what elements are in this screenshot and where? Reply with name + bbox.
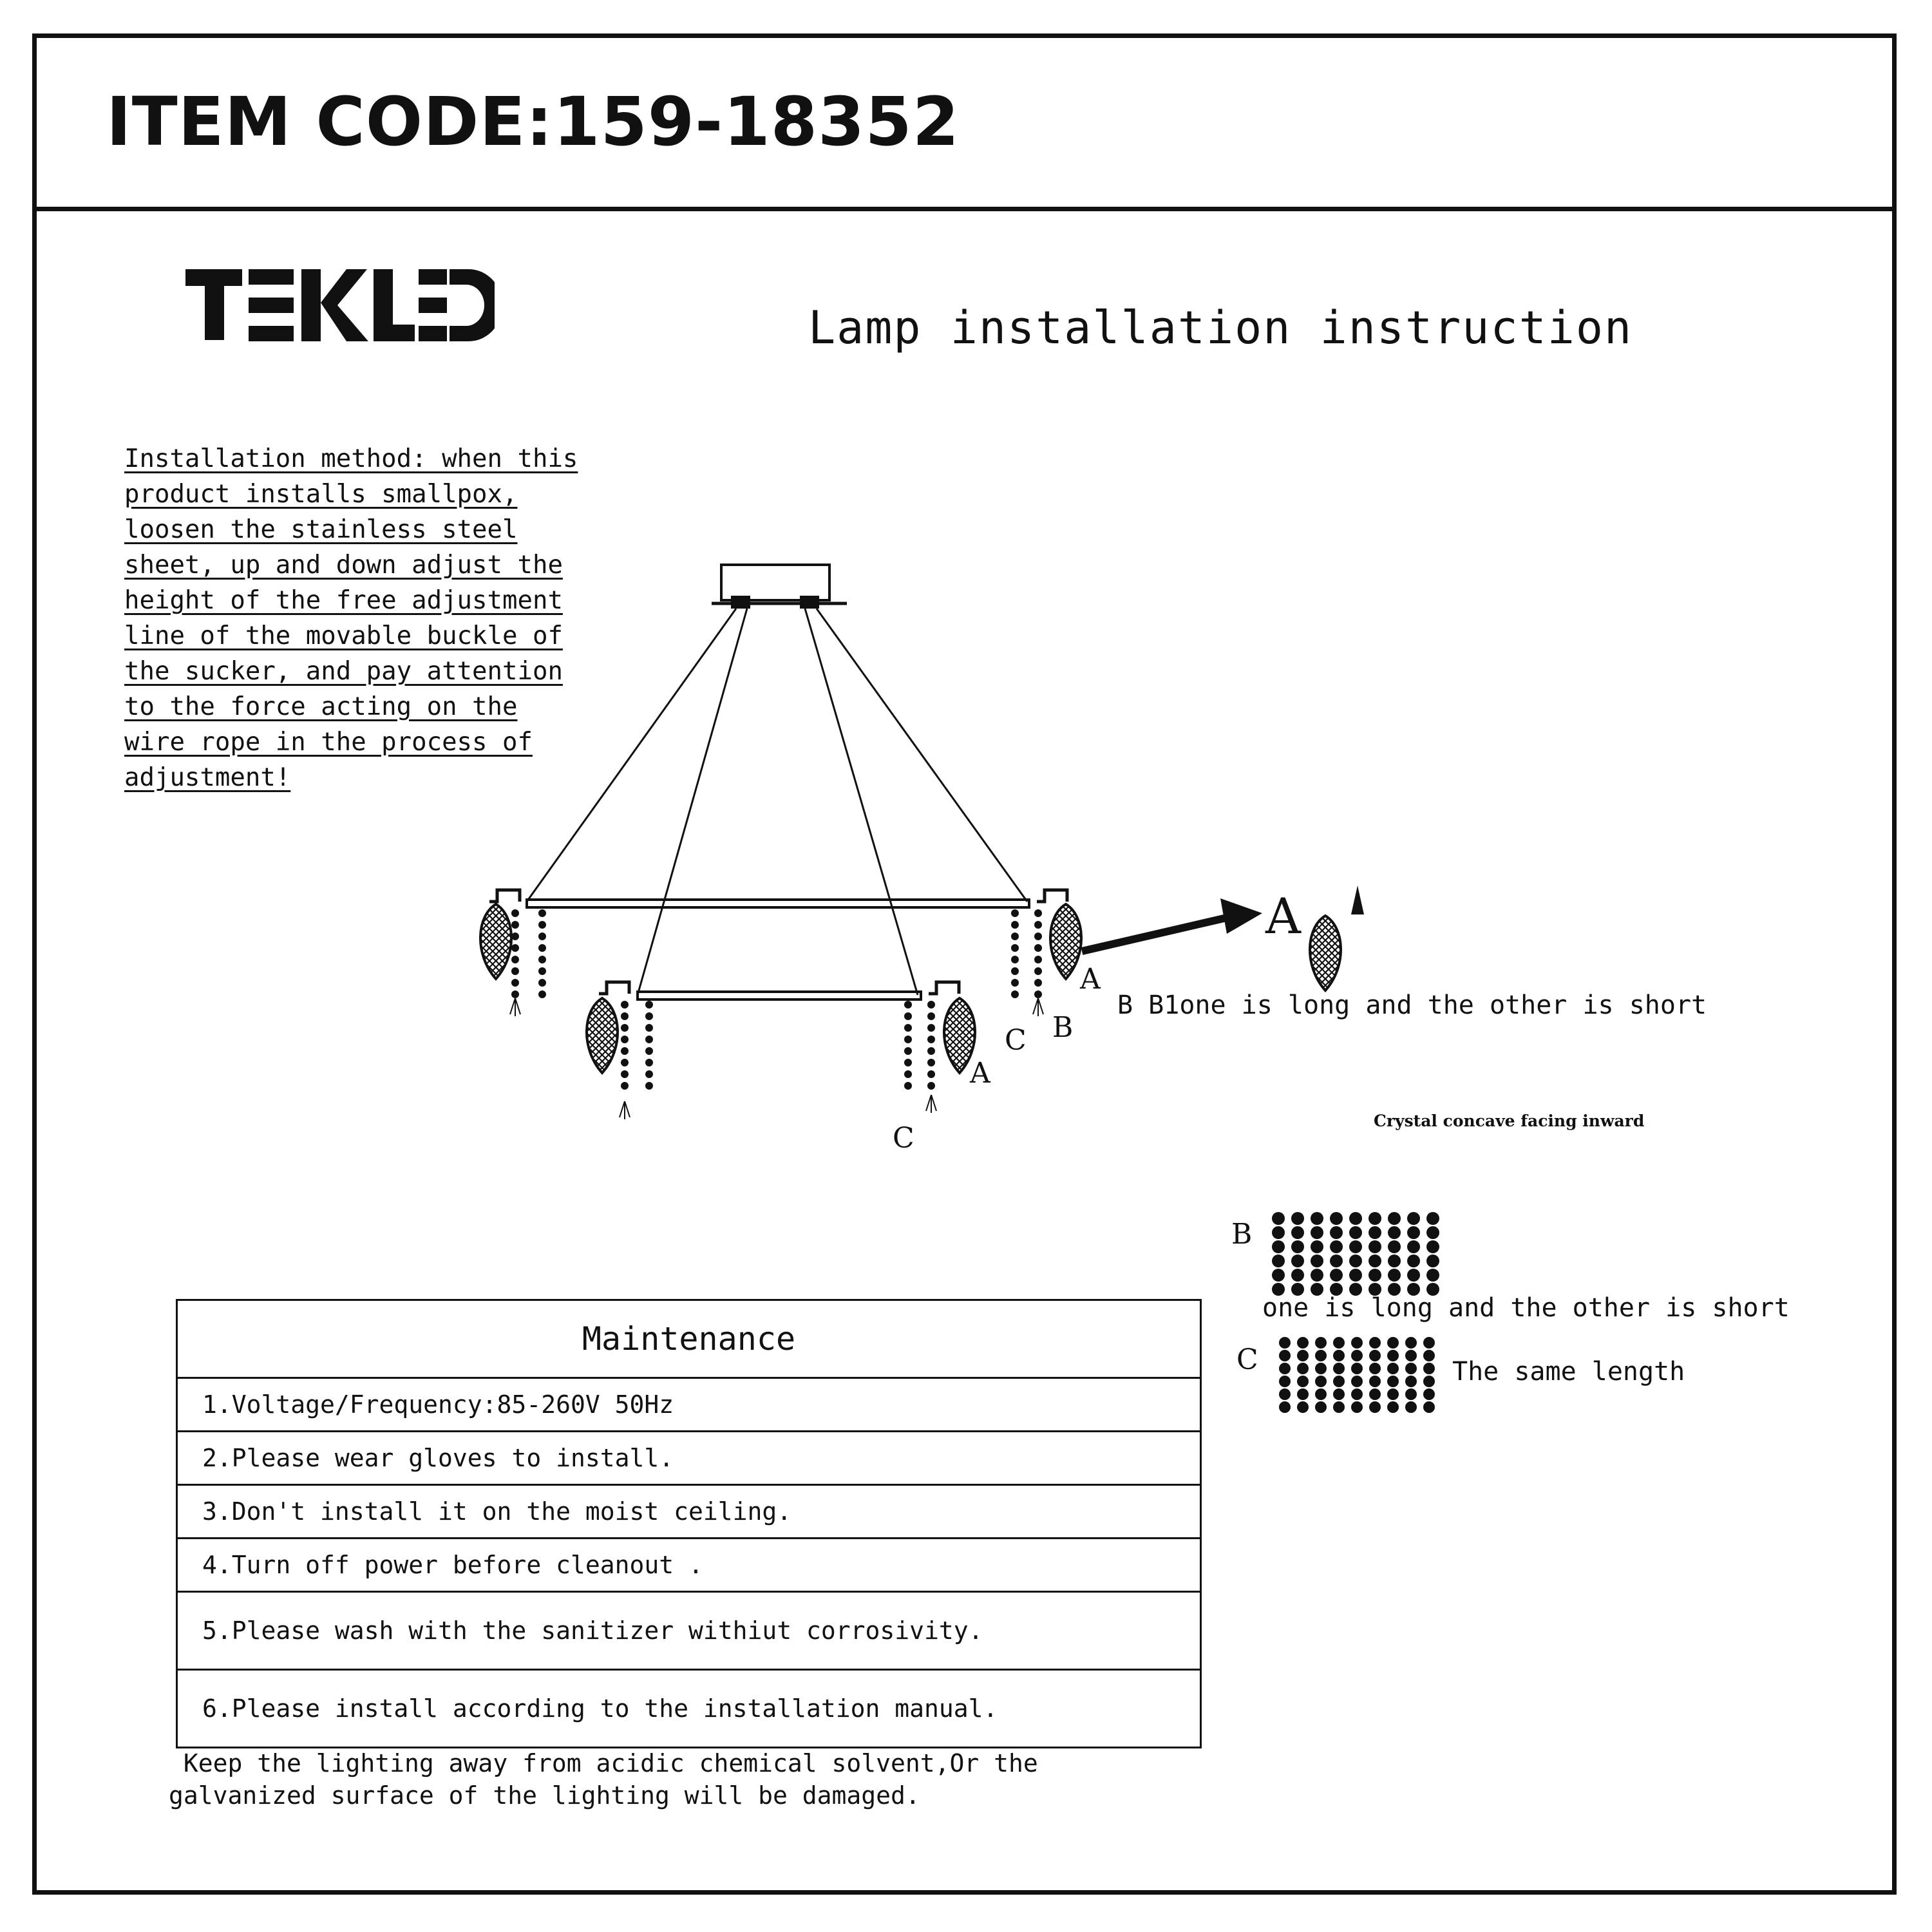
detail-crystal <box>1308 886 1364 992</box>
footer-warning: Keep the lighting away from acidic chemi… <box>169 1747 1038 1812</box>
install-note-line: sheet, up and down adjust the <box>124 551 563 580</box>
tekled-logo <box>185 269 495 341</box>
lamp-diagram <box>478 564 1364 1119</box>
legend-c-text: The same length <box>1452 1357 1685 1387</box>
install-note-line: product installs smallpox, <box>124 480 518 509</box>
page-frame <box>32 33 1897 1895</box>
install-note-line: Installation method: when this <box>124 444 578 473</box>
maintenance-item: 1.Voltage/Frequency:85-260V 50Hz <box>176 1377 1202 1432</box>
upper-ring <box>478 888 1083 1016</box>
install-note-line: wire rope in the process of <box>124 728 533 757</box>
maintenance-title: Maintenance <box>176 1299 1202 1379</box>
install-note-line: the sucker, and pay attention <box>124 657 563 686</box>
footer-line: galvanized surface of the lighting will … <box>169 1781 920 1810</box>
maintenance-item: 5.Please wash with the sanitizer withiut… <box>176 1591 1202 1671</box>
install-note-line: adjustment! <box>124 763 291 792</box>
maintenance-item: 6.Please install according to the instal… <box>176 1669 1202 1748</box>
label-c-lower: C <box>893 1122 914 1155</box>
install-note-line: line of the movable buckle of <box>124 621 563 650</box>
suspension-wires <box>526 608 1028 996</box>
legend-c-label: C <box>1236 1343 1258 1376</box>
maintenance-item: 4.Turn off power before cleanout . <box>176 1537 1202 1593</box>
install-note-line: height of the free adjustment <box>124 586 563 615</box>
footer-line: Keep the lighting away from acidic chemi… <box>169 1749 1038 1777</box>
item-code: ITEM CODE:159-18352 <box>106 82 960 161</box>
lower-ring <box>585 980 977 1119</box>
legend-c-strands <box>1279 1337 1435 1413</box>
install-note-line: to the force acting on the <box>124 692 518 721</box>
legend-b-strands <box>1272 1212 1439 1296</box>
ceiling-canopy <box>712 564 847 609</box>
label-a-callout: A <box>1265 887 1301 945</box>
maintenance-item: 2.Please wear gloves to install. <box>176 1430 1202 1486</box>
maintenance-table: Maintenance 1.Voltage/Frequency:85-260V … <box>176 1299 1202 1748</box>
installation-method-note: Installation method: when this product i… <box>124 441 601 795</box>
label-a-lower: A <box>970 1057 990 1090</box>
maintenance-item: 3.Don't install it on the moist ceiling. <box>176 1484 1202 1539</box>
legend-b-text: one is long and the other is short <box>1262 1293 1790 1323</box>
header-band <box>32 33 1897 211</box>
label-b: B <box>1052 1011 1074 1044</box>
callout-arrow <box>1081 898 1262 955</box>
legend-b-label: B <box>1231 1218 1253 1251</box>
page-title: Lamp installation instruction <box>808 301 1633 354</box>
label-c-upper: C <box>1005 1024 1027 1057</box>
label-a-upper: A <box>1080 963 1101 996</box>
install-note-line: loosen the stainless steel <box>124 515 518 544</box>
b-length-note: B B1one is long and the other is short <box>1117 990 1707 1020</box>
crystal-orientation-note: Crystal concave facing inward <box>1374 1112 1645 1130</box>
